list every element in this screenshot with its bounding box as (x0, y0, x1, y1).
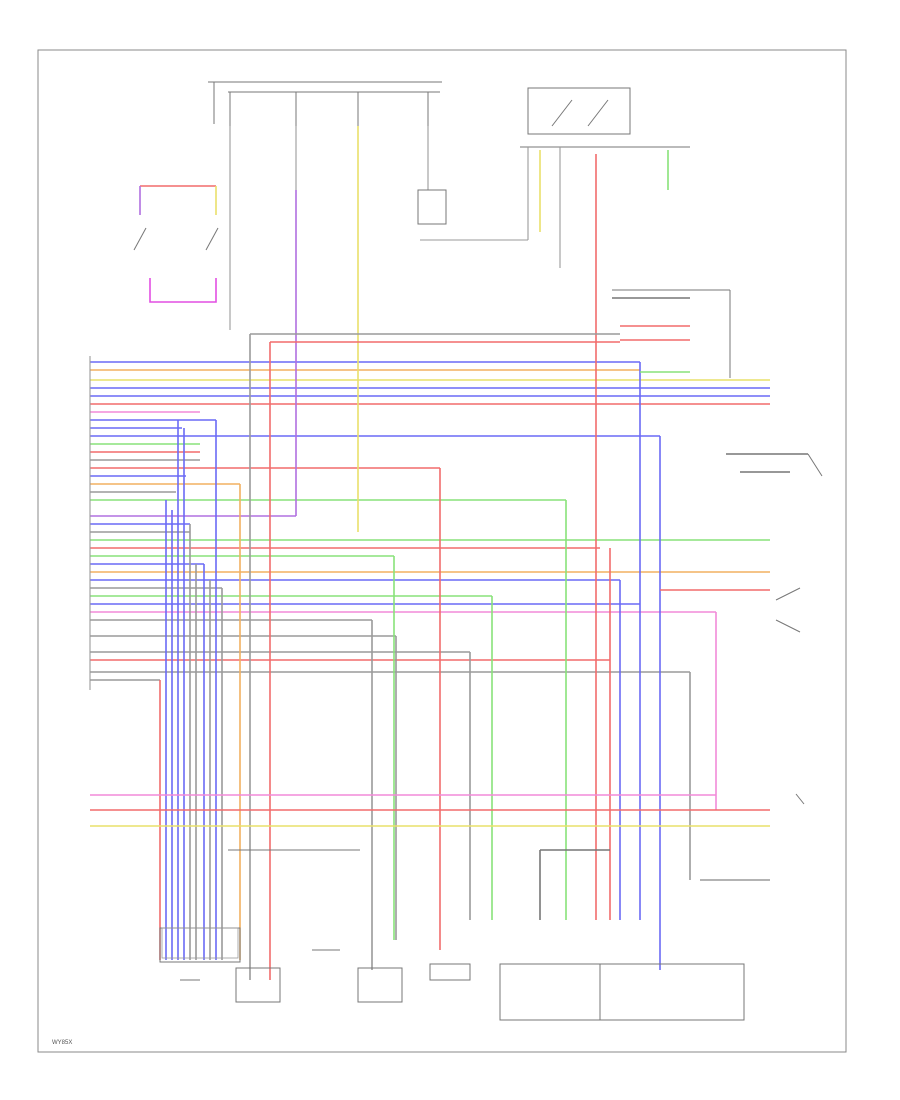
lower-runs (90, 794, 770, 920)
relay-box (420, 87, 690, 268)
vertical-links (159, 126, 717, 980)
bottom-connectors (159, 849, 745, 1021)
shift-solenoid-assembly (499, 963, 745, 1021)
fuse-stack (161, 927, 239, 959)
right-devices (612, 289, 823, 805)
small-relay (417, 189, 447, 225)
sensor-b (357, 967, 403, 1003)
diagram-border (37, 49, 847, 1053)
wire-bus (90, 361, 770, 681)
solenoid-block (429, 963, 471, 981)
sensor-a (235, 967, 281, 1003)
fuse-block-top (208, 81, 442, 330)
sheet-id: WY85X (52, 1040, 72, 1046)
brake-switch (133, 185, 219, 303)
